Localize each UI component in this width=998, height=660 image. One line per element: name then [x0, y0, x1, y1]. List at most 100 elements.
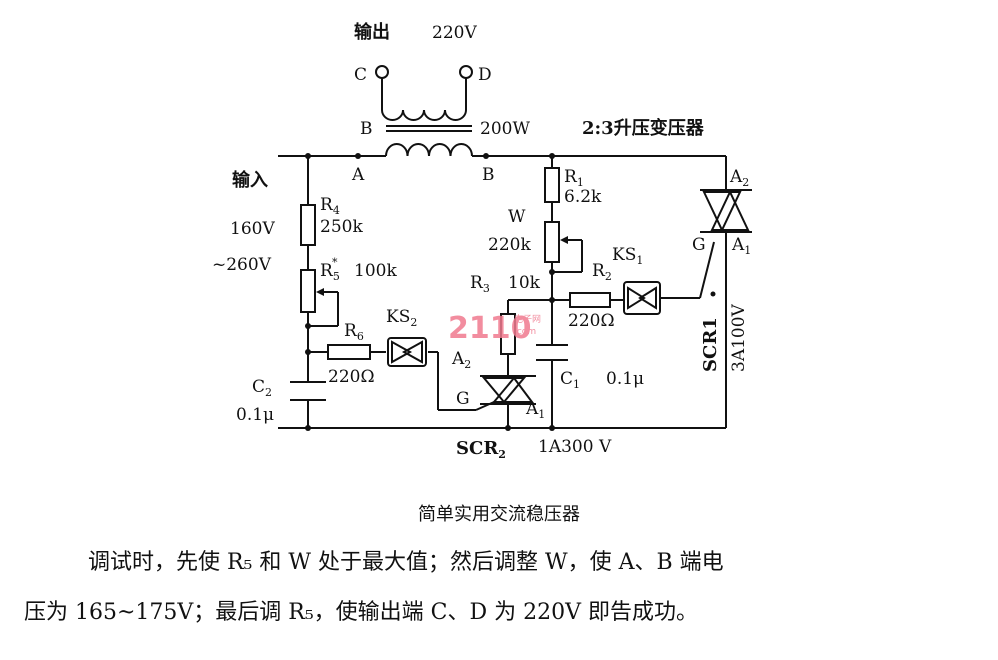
junction-dot: [549, 297, 555, 303]
r6-label: R: [344, 321, 358, 341]
description-line-1: 调试时，先使 R₅ 和 W 处于最大值；然后调整 W，使 A、B 端电: [88, 550, 724, 575]
potentiometer-w: [544, 221, 560, 263]
scr2-a2: A: [451, 349, 465, 369]
junction-dot: [549, 153, 555, 159]
c1-label: C: [560, 369, 573, 389]
scr1-triac: [700, 189, 752, 233]
svg-text:A1: A1: [731, 235, 751, 257]
description-line-2: 压为 165~175V；最后调 R₅，使输出端 C、D 为 220V 即告成功。: [24, 600, 698, 625]
watermark-text: 2110: [448, 311, 532, 346]
svg-text:A1: A1: [525, 399, 545, 421]
r6-sub: 6: [357, 330, 364, 343]
resistor-r2: [569, 292, 611, 308]
watermark: 2110 电子网 .com: [448, 311, 541, 346]
scr2-rating: 1A300 V: [538, 437, 612, 457]
c2-value: 0.1μ: [236, 405, 274, 425]
junction-dot: [549, 269, 555, 275]
scr1-g: G: [692, 235, 706, 255]
r1-label: R: [564, 167, 578, 187]
r5-wiper-arrow: [316, 288, 324, 296]
resistor-r3: [500, 313, 516, 355]
output-label: 输出: [354, 21, 390, 43]
svg-text:KS2: KS2: [386, 307, 417, 329]
svg-text:A2: A2: [451, 349, 471, 371]
primary-winding: [385, 143, 473, 157]
svg-text:C2: C2: [252, 377, 272, 399]
junction-dot: [505, 425, 511, 431]
labels: 输出 220V C D B 200W 2:3升压变压器 A B 输入 160V …: [212, 21, 751, 461]
junction-dot: [305, 349, 311, 355]
scr1-a2: A: [729, 167, 743, 187]
svg-text:C1: C1: [560, 369, 580, 391]
r5-star: *: [332, 256, 338, 269]
ks2-label: KS: [386, 307, 410, 327]
terminal-d-label: D: [478, 65, 492, 85]
c1-sub: 1: [573, 378, 580, 391]
scr1-label: SCR1: [700, 317, 721, 372]
resistor-r6: [327, 344, 371, 360]
scr2-label: SCR: [456, 438, 499, 459]
scr1-rating: 3A100V: [729, 303, 749, 372]
r2-label: R: [592, 261, 606, 281]
svg-text:R1: R1: [564, 167, 584, 189]
c1-value: 0.1μ: [606, 369, 644, 389]
r2-value: 220Ω: [568, 311, 615, 331]
svg-text:R5: R5: [320, 261, 340, 283]
junction-dot: [355, 153, 361, 159]
scr1-a1: A: [731, 235, 745, 255]
c2-sub: 2: [265, 386, 272, 399]
transformer: [375, 65, 473, 157]
terminal-c: [375, 65, 389, 79]
ks1-sub: 1: [636, 254, 643, 267]
ks2-sub: 2: [410, 316, 417, 329]
wires: [278, 155, 727, 429]
r4-sub: 4: [333, 204, 340, 217]
r4-value: 250k: [320, 217, 363, 237]
scr2-a2-sub: 2: [464, 358, 471, 371]
r5-value: 100k: [354, 261, 397, 281]
r6-value: 220Ω: [328, 367, 375, 387]
r1-value: 6.2k: [564, 187, 602, 207]
watermark-small-2: .com: [514, 327, 536, 337]
scr2-a1: A: [525, 399, 539, 419]
input-label: 输入: [232, 169, 268, 191]
svg-text:R6: R6: [344, 321, 364, 343]
scr1-a2-sub: 2: [742, 176, 749, 189]
scr2-sub: 2: [498, 448, 506, 461]
watermark-small-1: 电子网: [514, 313, 541, 325]
junction-dot: [305, 153, 311, 159]
ks1-label: KS: [612, 245, 636, 265]
svg-text:A2: A2: [729, 167, 749, 189]
r5-sub: 5: [333, 270, 340, 283]
scr2-g: G: [456, 389, 470, 409]
junction-dot: [710, 291, 716, 297]
svg-text:KS1: KS1: [612, 245, 643, 267]
capacitor-c1: [536, 344, 568, 361]
terminal-d: [459, 65, 473, 79]
secondary-winding: [381, 109, 467, 121]
junction-dots: [305, 153, 716, 431]
junction-dot: [305, 323, 311, 329]
core-b-label: B: [360, 119, 373, 139]
terminal-b-label: B: [482, 165, 495, 185]
r5-label: R: [320, 261, 334, 281]
r3-sub: 3: [483, 282, 490, 295]
scr2-a1-sub: 1: [538, 408, 545, 421]
r2-sub: 2: [605, 270, 612, 283]
figure-caption: 简单实用交流稳压器: [418, 504, 580, 525]
terminal-a-label: A: [351, 165, 365, 185]
scr1-a1-sub: 1: [744, 244, 751, 257]
terminal-c-label: C: [354, 65, 367, 85]
scr2-triac: [475, 375, 536, 411]
r1-sub: 1: [577, 176, 584, 189]
junction-dot: [483, 153, 489, 159]
junction-dot: [305, 425, 311, 431]
resistor-r1: [544, 167, 560, 203]
output-voltage: 220V: [432, 23, 477, 43]
c2-label: C: [252, 377, 265, 397]
ks2-trigger-diode: [387, 337, 427, 367]
r3-label: R: [470, 273, 484, 293]
junction-dot: [549, 425, 555, 431]
r4-label: R: [320, 195, 334, 215]
